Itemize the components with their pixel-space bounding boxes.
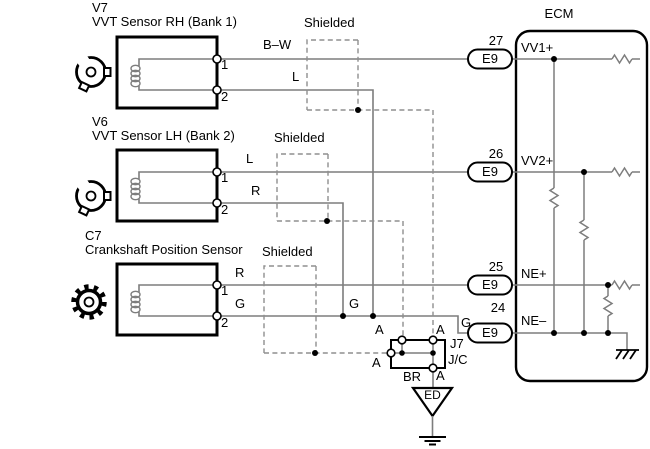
pin-terminal [212, 198, 222, 208]
signal-wires [217, 58, 468, 334]
connector-label: E9 [482, 164, 498, 179]
pin-number: 1 [221, 283, 229, 298]
connector-oval-27 [467, 48, 513, 70]
shielded-label: Shielded [304, 15, 355, 30]
shield-box-v6 [276, 153, 404, 341]
sensor-box-v7 [115, 35, 222, 110]
junction-connector-j7 [386, 335, 446, 388]
wire-color-label: G [461, 315, 472, 330]
pin-number: 2 [221, 202, 229, 217]
ground-code: ED [424, 388, 441, 402]
sensor-code-v7: V7 [92, 0, 108, 15]
wire-color-label: B–W [263, 37, 292, 52]
pin-number: 2 [221, 89, 229, 104]
ground-point-ed [410, 386, 455, 446]
ecm-signal-label: VV2+ [521, 153, 554, 168]
ecm-box [512, 29, 649, 383]
wire-l-down [217, 89, 374, 316]
sensor-code-v6: V6 [92, 114, 108, 129]
wire-junction-dots [340, 313, 376, 319]
cam-sensor-icon [74, 52, 112, 93]
sensor-box-c7 [115, 262, 222, 337]
shielded-label: Shielded [274, 130, 325, 145]
resistor-icon [611, 166, 640, 178]
pin-terminal [397, 335, 407, 345]
resistor-icon [611, 279, 640, 291]
resistor-icon [548, 187, 560, 333]
junction-type: J/C [448, 352, 468, 367]
coil-icon [130, 284, 217, 317]
pin-terminal [428, 363, 438, 373]
ecm-signal-label: NE– [521, 313, 547, 328]
ground-triangle [410, 386, 455, 418]
pin-terminal [428, 335, 438, 345]
resistor-icon [611, 53, 640, 65]
wire-color-label: L [246, 151, 254, 166]
ecm-title: ECM [544, 6, 574, 21]
coil-icon [130, 58, 217, 91]
junction-pin-label: A [436, 322, 445, 337]
shield-lines [263, 39, 434, 354]
wire-r-down [217, 202, 344, 316]
ecm-pin-number: 27 [488, 33, 504, 48]
connector-label: E9 [482, 325, 498, 340]
earth-ground-icon [419, 436, 446, 446]
coil-icon [130, 171, 217, 204]
pin-terminal [212, 311, 222, 321]
pin-terminal [212, 280, 222, 290]
junction-pin-label: A [372, 355, 381, 370]
junction-pin-label: A [375, 322, 384, 337]
ecm-pin-number: 25 [488, 259, 504, 274]
junction-code: J7 [450, 336, 464, 351]
wire-color-label: R [251, 183, 261, 198]
ecm-connector-ovals [467, 48, 513, 344]
wire-g-ne-minus [217, 315, 468, 334]
wire-color-label: G [235, 296, 246, 311]
ecm-junction-dots [551, 56, 611, 336]
pin-number: 1 [221, 57, 229, 72]
ecm-pin-number: 26 [488, 146, 504, 161]
ecm-signal-label: NE+ [521, 266, 547, 281]
ecm-signal-label: VV1+ [521, 40, 554, 55]
shield-junction-dots [312, 107, 361, 356]
crank-gear-icon [71, 284, 107, 320]
cam-sensor-icon [74, 176, 112, 217]
resistor-icon [578, 219, 590, 333]
wire-color-label: L [292, 69, 300, 84]
pin-terminal [386, 348, 396, 358]
resistor-icon [602, 295, 614, 333]
pin-number: 1 [221, 170, 229, 185]
sensor-name-v6: VVT Sensor LH (Bank 2) [92, 128, 235, 143]
shield-box-v7 [306, 39, 434, 341]
pin-number: 2 [221, 315, 229, 330]
sensor-code-c7: C7 [85, 228, 102, 243]
ecm-internal-wiring [512, 53, 640, 350]
shield-box-c7 [263, 265, 391, 354]
wire-color-label: BR [403, 369, 422, 384]
sensor-name-v7: VVT Sensor RH (Bank 1) [92, 14, 237, 29]
ecm-pin-number: 24 [490, 300, 506, 315]
connector-label: E9 [482, 51, 498, 66]
pin-terminal [212, 167, 222, 177]
wire-color-label: R [235, 265, 245, 280]
connector-oval-26 [467, 161, 513, 183]
chassis-ground-icon [615, 349, 639, 360]
connector-oval-25 [467, 274, 513, 296]
connector-label: E9 [482, 277, 498, 292]
wire-color-label: G [349, 296, 360, 311]
shielded-label: Shielded [262, 244, 313, 259]
junction-pin-label: A [436, 368, 445, 383]
sensor-name-c7: Crankshaft Position Sensor [85, 242, 243, 257]
sensor-box-v6 [115, 148, 222, 223]
pin-terminal [212, 85, 222, 95]
connector-oval-24 [467, 322, 513, 344]
pin-terminal [212, 54, 222, 64]
